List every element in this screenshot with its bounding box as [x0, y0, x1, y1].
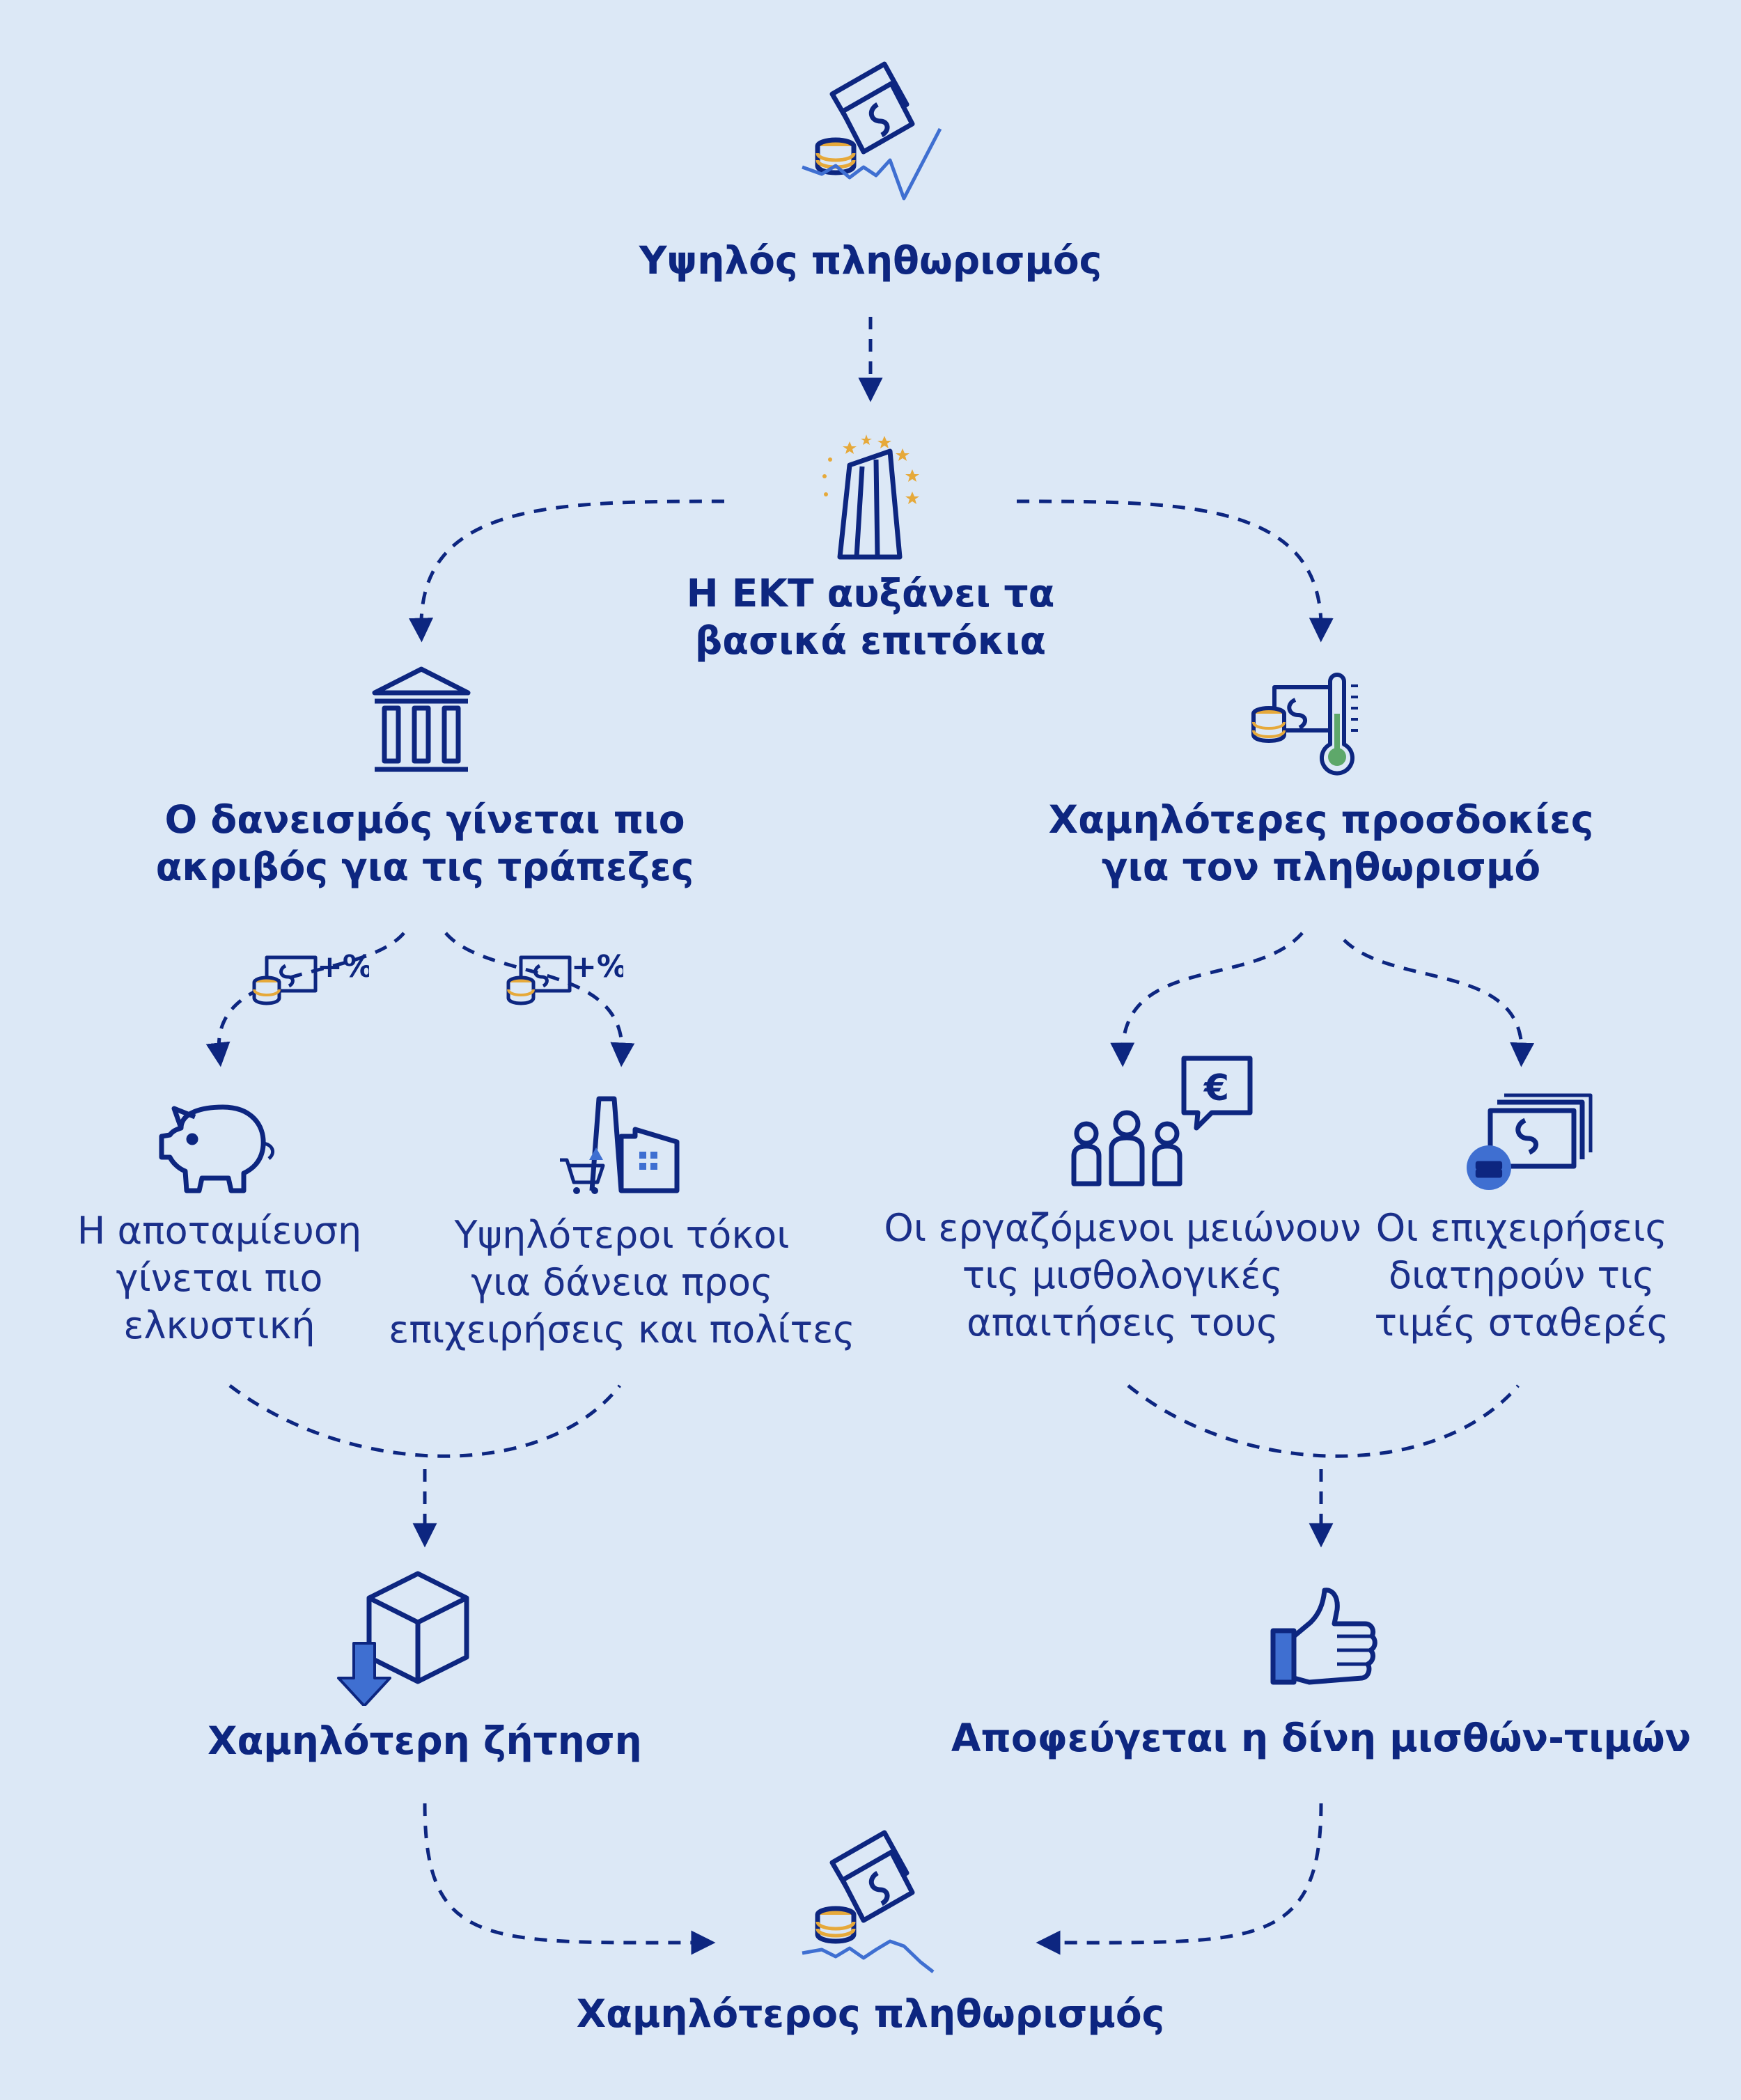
- node-bank-borrowing: Ο δανεισμός γίνεται πιο ακριβός για τις …: [155, 797, 694, 889]
- node-ecb-raises: Η ΕΚΤ αυξάνει τα βασικά επιτόκια: [686, 571, 1055, 663]
- node-workers: Οι εργαζόμενοι μειώνουν τις μισθολογικές…: [884, 1206, 1361, 1345]
- box-down-arrow-icon: [334, 1567, 474, 1706]
- arrow-bank-to-rates: [444, 932, 635, 1067]
- merge-left: [228, 1384, 621, 1458]
- equals-symbol: =: [1474, 1148, 1504, 1189]
- banknotes-coins-falling-chart-icon: [794, 1824, 947, 1977]
- arrow-expectations-to-workers: [1110, 932, 1304, 1067]
- factory-cart-icon: [557, 1093, 689, 1198]
- node-higher-rates: Υψηλότεροι τόκοι για δάνεια προς επιχειρ…: [389, 1213, 855, 1351]
- arrow-ecb-to-expectations: [1016, 499, 1334, 643]
- ecb-tower-stars-icon: [808, 425, 933, 564]
- plus-percent-text: +%: [317, 949, 369, 985]
- arrow-ecb-to-bank: [409, 499, 725, 643]
- node-saving: Η αποταμίευση γίνεται πιο ελκυστική: [77, 1209, 362, 1347]
- euro-symbol: €: [1203, 1067, 1229, 1109]
- arrow-demand-to-lower-inflation: [423, 1803, 716, 1955]
- thumbs-up-icon: [1267, 1581, 1379, 1692]
- piggy-bank-icon: [153, 1093, 279, 1198]
- node-lower-inflation: Χαμηλότερος πληθωρισμός: [576, 1991, 1165, 2036]
- arrow-spiral-to-lower-inflation: [1036, 1803, 1323, 1955]
- node-lower-expectations: Χαμηλότερες προσδοκίες για τον πληθωρισμ…: [1048, 797, 1594, 889]
- bank-building-icon: [369, 665, 474, 776]
- money-coins-plus-percent-icon: +%: [247, 943, 369, 1010]
- node-lower-demand: Χαμηλότερη ζήτηση: [208, 1718, 642, 1763]
- node-firms: Οι επιχειρήσεις διατηρούν τις τιμές σταθ…: [1374, 1206, 1669, 1345]
- banknotes-coins-rising-chart-icon: [794, 56, 947, 209]
- money-coins-plus-percent-icon: +%: [501, 943, 623, 1010]
- money-thermometer-icon: [1247, 672, 1372, 776]
- arrow-expectations-to-firms: [1343, 939, 1535, 1067]
- node-spiral-avoided: Αποφεύγεται η δίνη μισθών-τιμών: [951, 1716, 1692, 1760]
- node-high-inflation: Υψηλός πληθωρισμός: [639, 238, 1102, 283]
- banknotes-equals-icon: =: [1455, 1090, 1595, 1201]
- workers-euro-speech-icon: €: [1065, 1051, 1260, 1194]
- merge-right: [1127, 1384, 1520, 1458]
- plus-percent-text: +%: [571, 949, 623, 985]
